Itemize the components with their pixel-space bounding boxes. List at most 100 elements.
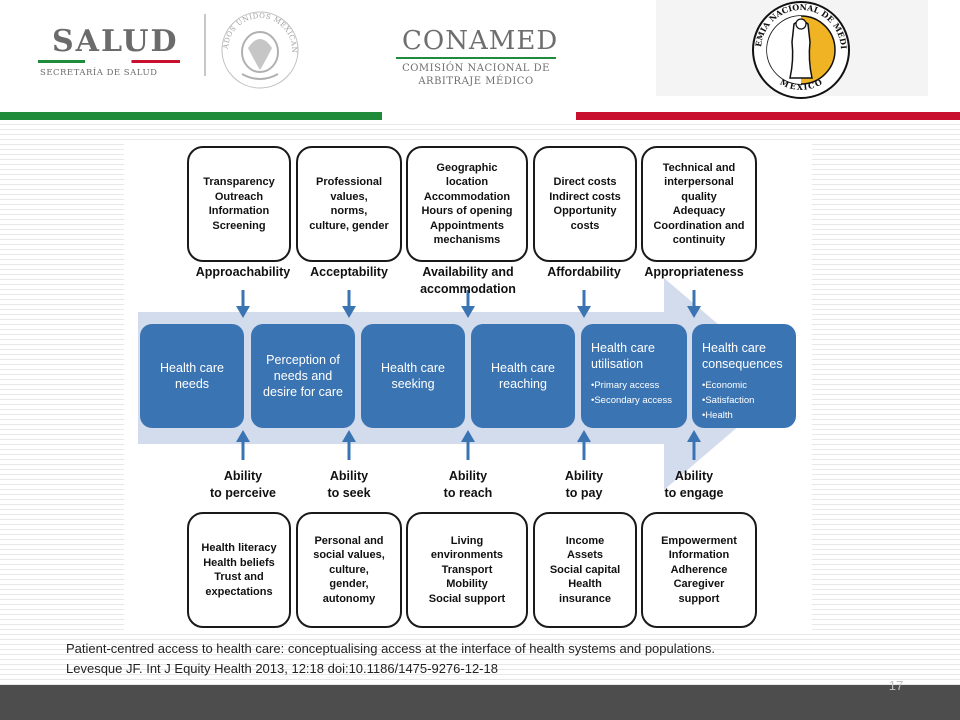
stage-label-line: reaching xyxy=(499,377,547,391)
care-stage-box: Health care reaching xyxy=(471,324,575,428)
determinant-text-line: Information xyxy=(208,205,270,217)
up-arrow-icon xyxy=(342,430,356,460)
determinant-text-line: Adequacy xyxy=(672,205,726,217)
stage-item-line: •Satisfaction xyxy=(702,395,755,406)
determinant-text-line: costs xyxy=(570,219,600,232)
determinant-text-line: Direct costs xyxy=(553,176,617,188)
stage-item-line: •Primary access xyxy=(591,380,660,391)
determinant-text-line: expectations xyxy=(205,585,273,598)
determinant-text-line: Health xyxy=(568,578,602,591)
academia-nacional-medicina-logo: ACADEMIA NACIONAL DE MEDICINA MEXICO xyxy=(748,0,850,99)
determinant-text-line: Living xyxy=(450,534,484,547)
determinant-text-line: interpersonal xyxy=(664,176,734,188)
access-dimension-label: Availability and accommodation xyxy=(398,264,538,298)
determinant-text-line: Geographic xyxy=(436,161,498,174)
citation-caption: Patient-centred access to health care: c… xyxy=(66,639,906,679)
determinant-text-line: Adherence xyxy=(670,563,728,576)
determinant-text-line: social values, xyxy=(313,549,385,562)
determinant-text-line: norms, xyxy=(330,205,368,217)
determinant-text-line: values, xyxy=(330,190,368,203)
determinant-text-line: Income xyxy=(565,534,605,547)
determinant-text-line: mechanisms xyxy=(433,234,501,246)
dimension-text-line: Approachability xyxy=(195,265,291,279)
determinant-text-line: Coordination and xyxy=(653,219,745,232)
caption-line-1: Patient-centred access to health care: c… xyxy=(66,641,715,656)
stage-label-line: Health care xyxy=(491,361,555,375)
caption-line-2: Levesque JF. Int J Equity Health 2013, 1… xyxy=(66,661,498,676)
dimension-text-line: accommodation xyxy=(420,282,516,296)
dimension-text-line: Acceptability xyxy=(310,265,388,279)
care-stage-box: Health care seeking xyxy=(361,324,465,428)
down-arrow-icon xyxy=(461,290,475,318)
stage-label-line: Health care xyxy=(591,341,655,355)
determinant-text-line: culture, xyxy=(329,563,369,576)
determinant-text-line: Opportunity xyxy=(553,205,617,217)
determinant-text-line: Health literacy xyxy=(201,542,277,554)
access-dimension-label: Affordability xyxy=(514,264,654,281)
page-number: 17 xyxy=(888,678,904,693)
conamed-logo: CONAMED COMISIÓN NACIONAL DE ARBITRAJE M… xyxy=(396,26,566,90)
stage-item-line: •Health xyxy=(702,410,733,421)
dimension-text-line: Availability and xyxy=(422,265,514,279)
determinant-text-line: Health beliefs xyxy=(203,556,275,569)
access-dimension-label: Approachability xyxy=(173,264,313,281)
determinant-text-line: Transparency xyxy=(203,176,275,188)
access-dimension-label: Appropriateness xyxy=(624,264,764,281)
determinant-text-line: Caregiver xyxy=(673,578,725,591)
flag-color-bar xyxy=(0,112,960,120)
mexican-seal-icon: ESTADOS UNIDOS MEXICANOS xyxy=(218,8,299,89)
ability-text-line: to perceive xyxy=(209,486,276,500)
salud-title: SALUD xyxy=(52,24,179,59)
academia-text-bottom: MEXICO xyxy=(779,77,824,92)
determinant-text-line: Mobility xyxy=(446,578,488,591)
conamed-subtitle: COMISIÓN NACIONAL DE ARBITRAJE MÉDICO xyxy=(396,62,556,88)
down-arrow-icon xyxy=(687,290,701,318)
determinant-text-line: Personal and xyxy=(314,534,384,547)
determinant-text-line: Information xyxy=(668,549,730,562)
conamed-line xyxy=(396,57,556,59)
stage-label-line: Health care xyxy=(381,361,445,375)
up-arrow-icon xyxy=(687,430,701,460)
determinant-text-line: Empowerment xyxy=(661,534,737,547)
determinant-text-line: gender, xyxy=(329,578,369,591)
determinant-text-line: quality xyxy=(681,190,717,203)
up-arrow-icon xyxy=(577,430,591,460)
determinant-text-line: insurance xyxy=(559,592,611,605)
stage-label-line: desire for care xyxy=(263,385,343,399)
conamed-subtitle-line1: COMISIÓN NACIONAL DE xyxy=(402,63,550,74)
determinant-text-line: autonomy xyxy=(322,592,376,605)
salud-subtitle: SECRETARÍA DE SALUD xyxy=(40,68,158,78)
determinant-text-line: Appointments xyxy=(430,219,504,232)
determinant-text-line: Trust and xyxy=(214,571,264,583)
stage-label-line: consequences xyxy=(702,357,783,371)
determinant-text-line: environments xyxy=(430,549,504,562)
stage-label-line: needs and xyxy=(273,369,333,383)
ability-text-line: Ability xyxy=(329,469,369,483)
ability-text-line: Ability xyxy=(223,469,263,483)
stage-label-line: Health care xyxy=(160,361,224,375)
stage-label-line: seeking xyxy=(391,377,435,391)
determinant-text-line: Transport xyxy=(441,563,493,576)
determinant-text-line: culture, gender xyxy=(309,219,389,232)
determinant-text-line: Technical and xyxy=(662,161,736,174)
determinant-text-line: Screening xyxy=(212,219,266,232)
down-arrow-icon xyxy=(236,290,250,318)
up-arrow-icon xyxy=(236,430,250,460)
determinant-box-bottom: Personal and social values,culture, gender… xyxy=(296,512,402,628)
slide-footer-bar xyxy=(0,685,960,720)
ability-text-line: Ability xyxy=(674,469,714,483)
conamed-title: CONAMED xyxy=(402,26,559,56)
